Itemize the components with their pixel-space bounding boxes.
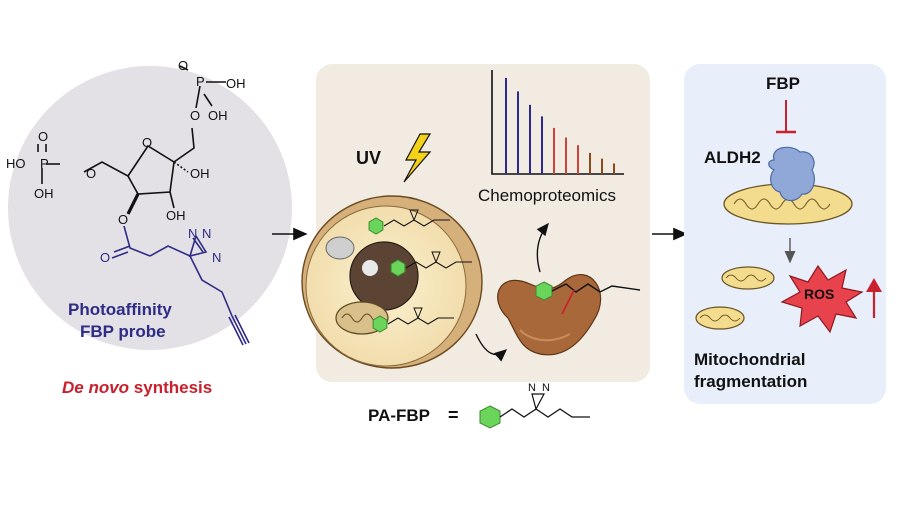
synthesis-label: De novo synthesis <box>62 378 212 398</box>
diazirine-n3: N <box>212 250 221 265</box>
hydroxyl-top-b: OH <box>208 108 228 123</box>
target-protein <box>497 274 602 356</box>
protein-bound-hexagon <box>535 281 553 301</box>
phosphorus-left: P <box>40 156 49 171</box>
mitochondrion-small-a <box>721 266 775 290</box>
mass-spectrum <box>491 70 624 175</box>
diazirine-n2: N <box>202 226 211 241</box>
ring-oxygen-label: O <box>142 135 152 150</box>
aldh2-label: ALDH2 <box>704 148 761 167</box>
synthesis-italic: De novo <box>62 378 130 397</box>
cell-probe-diazirine <box>413 307 423 320</box>
hydroxyl-c1: OH <box>190 166 210 181</box>
hydroxyl-c2: OH <box>166 208 186 223</box>
ester-oxygen-top: O <box>190 108 200 123</box>
cell-illustration <box>301 195 483 369</box>
probe-caption-line2: FBP probe <box>80 322 166 341</box>
pa-fbp-label: PA-FBP <box>368 406 431 425</box>
hydroxyl-left-b: OH <box>34 186 54 201</box>
nucleus <box>349 241 419 311</box>
mitochondrion-small-b <box>695 306 745 330</box>
arrow-cell-to-protein <box>475 333 508 362</box>
probe-atom-labels: O O P O HO OH O P O OH OH OH OH O O N N … <box>6 58 246 265</box>
oxo-top: O <box>178 58 188 73</box>
hydroxyl-left-a: HO <box>6 156 26 171</box>
outcome-line1: Mitochondrial <box>694 350 806 369</box>
aldh2-protein <box>768 146 815 202</box>
probe-caption-line1: Photoaffinity <box>68 300 172 319</box>
legend-diazirine-n2: N <box>542 382 550 394</box>
cell-probe-hexagon <box>368 217 384 235</box>
ros-burst <box>780 264 864 334</box>
ether-oxygen-c3: O <box>118 212 128 227</box>
mitochondrion-large <box>723 183 853 225</box>
cell-probe-hexagon <box>372 315 388 333</box>
legend-diazirine-n1: N <box>528 382 536 394</box>
legend-hexagon <box>479 405 501 429</box>
cell-probe-diazirine <box>431 251 441 264</box>
equals-sign: = <box>448 405 459 425</box>
cell-probe-hexagon <box>390 259 406 277</box>
legend-probe-chain <box>499 408 590 418</box>
synthesis-rest: synthesis <box>129 378 213 397</box>
ester-oxygen-left: O <box>86 166 96 181</box>
probe-linker <box>111 225 250 346</box>
oxo-left: O <box>38 129 48 144</box>
outcome-line2: fragmentation <box>694 372 808 391</box>
carbonyl-oxygen: O <box>100 250 110 265</box>
phosphorus-top: P <box>196 74 205 89</box>
ros-label: ROS <box>804 286 835 302</box>
fbp-probe-structure <box>37 65 226 215</box>
cell-probe-diazirine <box>409 209 419 222</box>
vesicle <box>325 236 355 260</box>
chemoproteomics-label: Chemoproteomics <box>478 186 616 205</box>
uv-label: UV <box>356 148 382 168</box>
lightning-icon <box>403 133 432 183</box>
diazirine-n1: N <box>188 226 197 241</box>
probe-background-circle <box>8 66 292 350</box>
spectrum-axis <box>491 70 624 175</box>
probe-molecules-in-cell <box>368 209 472 333</box>
arrow-protein-to-ms <box>536 222 549 273</box>
hydroxyl-top-a: OH <box>226 76 246 91</box>
crosslink-chain <box>551 283 641 293</box>
fbp-label: FBP <box>766 74 800 93</box>
